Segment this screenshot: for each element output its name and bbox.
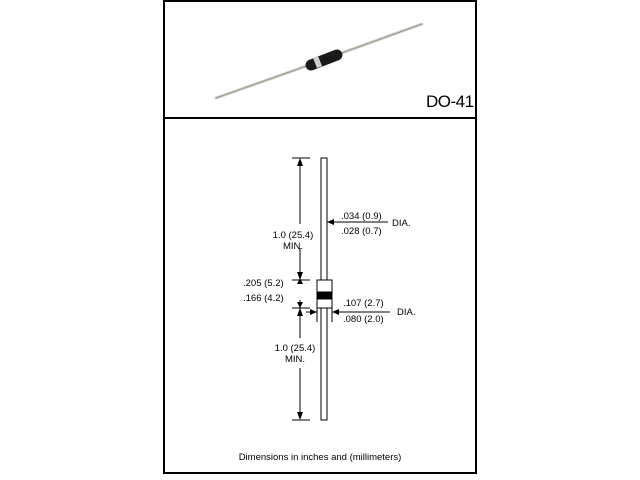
lead-length-top-value: 1.0 (25.4) xyxy=(272,230,314,241)
dimensions-caption: Dimensions in inches and (millimeters) xyxy=(238,452,402,463)
diode-photo xyxy=(214,22,424,100)
lead-length-bottom-value: 1.0 (25.4) xyxy=(274,343,316,354)
dim-lead-bottom xyxy=(292,308,310,421)
body-length-max: .205 (5.2) xyxy=(243,278,284,289)
dim-lead-dia xyxy=(327,219,388,225)
package-name: DO-41 xyxy=(426,92,474,111)
lead-dia-label: DIA. xyxy=(392,218,411,229)
dim-body-dia xyxy=(306,308,390,322)
body-dia-min: .080 (2.0) xyxy=(343,314,384,325)
body-dia-label: DIA. xyxy=(397,307,416,318)
section-divider xyxy=(163,117,477,119)
datasheet-frame xyxy=(163,0,477,474)
dim-body-length xyxy=(292,278,310,330)
lead-length-top-note: MIN. xyxy=(282,241,304,252)
body-dia-max: .107 (2.7) xyxy=(343,298,384,309)
body-length-min: .166 (4.2) xyxy=(243,293,284,304)
lead-length-bottom-note: MIN. xyxy=(284,354,306,365)
lead-dia-max: .034 (0.9) xyxy=(341,211,382,222)
diode-outline xyxy=(316,157,333,421)
lead-dia-min: .028 (0.7) xyxy=(341,226,382,237)
dim-lead-top xyxy=(292,157,310,281)
